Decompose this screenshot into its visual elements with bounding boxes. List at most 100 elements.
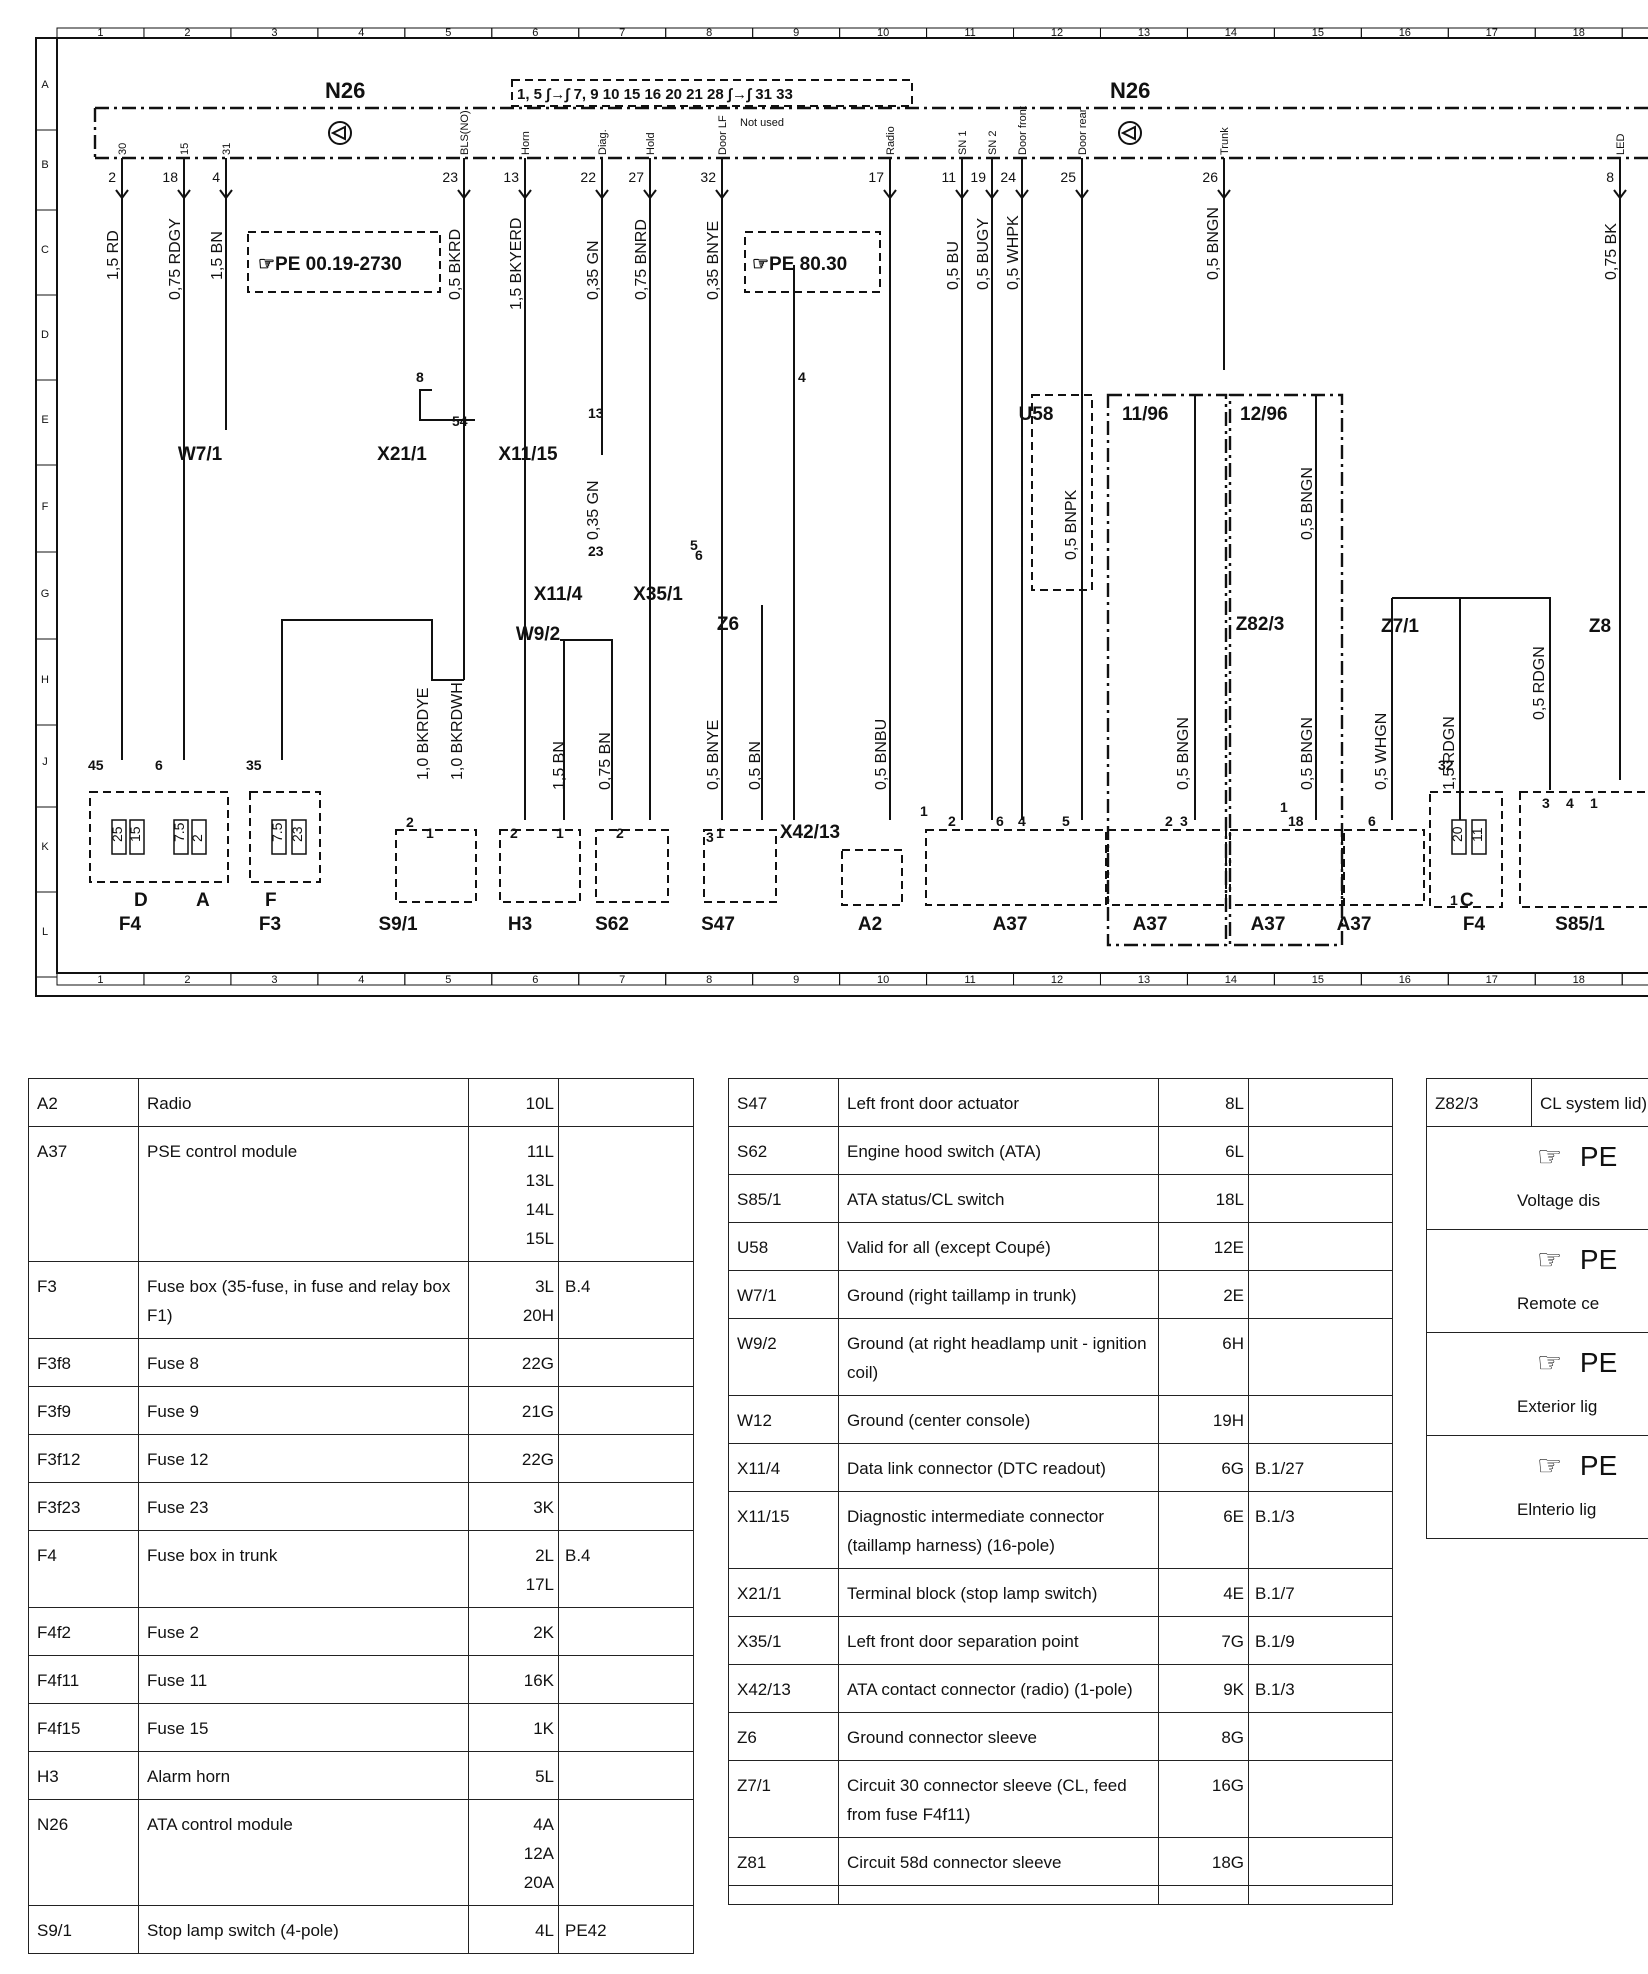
pin-number: 24 <box>1000 169 1016 185</box>
legend-location: 7G <box>1158 1616 1249 1665</box>
legend-location: 16G <box>1158 1760 1249 1838</box>
terminal-letter: F <box>265 890 277 911</box>
pin-number: 11 <box>941 169 956 185</box>
grid-row-label: J <box>42 756 48 768</box>
component-label: W7/1 <box>178 444 223 465</box>
pin-number: 32 <box>700 169 716 185</box>
component-boxes <box>89 791 1648 908</box>
legend-code <box>728 1885 839 1905</box>
legend-desc: Fuse 12 <box>138 1434 469 1483</box>
legend-row-z82-3: Z82/3 CL system lid) <box>1426 1078 1648 1127</box>
legend-code: Z6 <box>728 1712 839 1761</box>
unused-pin-strip-box <box>511 79 913 107</box>
legend-desc: Ground (right taillamp in trunk) <box>838 1270 1159 1319</box>
legend-location: 19H <box>1158 1395 1249 1444</box>
grid-col-label: 1 <box>97 27 103 39</box>
legend-location: 6H <box>1158 1318 1249 1396</box>
legend-location: 12E <box>1158 1222 1249 1271</box>
grid-col-label: 16 <box>1399 27 1411 39</box>
pin-number: 13 <box>503 169 519 185</box>
legend-desc: Stop lamp switch (4-pole) <box>138 1905 469 1954</box>
legend-reference <box>1248 1837 1393 1886</box>
connector-number: 18 <box>1288 813 1304 829</box>
legend-desc: Diagnostic intermediate connector (taill… <box>838 1491 1159 1569</box>
component-label: X11/15 <box>498 444 558 465</box>
grid-col-label-bottom: 6 <box>532 974 538 986</box>
grid-col-label-bottom: 3 <box>271 974 277 986</box>
legend-code: F3f12 <box>28 1434 139 1483</box>
legend-code: S47 <box>728 1078 839 1127</box>
legend-desc: Fuse box in trunk <box>138 1530 469 1608</box>
legend-desc: Engine hood switch (ATA) <box>838 1126 1159 1175</box>
connector-number: 8 <box>416 369 424 385</box>
legend-code: W12 <box>728 1395 839 1444</box>
connector-number: 2 <box>948 813 956 829</box>
legend-location: 9K <box>1158 1664 1249 1713</box>
grid-row-label: H <box>41 674 49 686</box>
pin-number: 18 <box>162 169 178 185</box>
legend-code: A37 <box>28 1126 139 1262</box>
component-label: X35/1 <box>633 584 683 605</box>
grid-col-label: 13 <box>1138 27 1150 39</box>
legend-desc: Radio <box>138 1078 469 1127</box>
pin-function-label: Trunk <box>1219 127 1231 155</box>
grid-col-label-bottom: 17 <box>1486 974 1498 986</box>
fuse-rating: 20 <box>1449 826 1465 842</box>
legend-code: A2 <box>28 1078 139 1127</box>
legend-reference: B.4 <box>558 1530 694 1608</box>
legend-code: F4f11 <box>28 1655 139 1704</box>
grid-col-label-bottom: 4 <box>358 974 364 986</box>
a37-12-96-box <box>1228 393 1344 947</box>
grid-col-label: 3 <box>271 27 277 39</box>
legend-code: X21/1 <box>728 1568 839 1617</box>
legend-code: S9/1 <box>28 1905 139 1954</box>
legend-desc: Circuit 58d connector sleeve <box>838 1837 1159 1886</box>
grid-row-label: E <box>41 414 48 426</box>
component-label: X11/4 <box>534 584 583 605</box>
legend-desc: Ground connector sleeve <box>838 1712 1159 1761</box>
component-label: A37 <box>993 914 1028 935</box>
connector-number: 2 <box>406 814 414 830</box>
connector-number: 54 <box>452 413 468 429</box>
legend-location: 8L <box>1158 1078 1249 1127</box>
legend-reference <box>558 1386 694 1435</box>
component-label: A2 <box>858 914 882 935</box>
grid-col-label: 9 <box>793 27 799 39</box>
grid-row-label: A <box>41 79 49 91</box>
connector-number: 6 <box>155 757 163 773</box>
fuse-rating: 15 <box>127 826 143 842</box>
legend-reference <box>1248 1885 1393 1905</box>
legend-code: F4f2 <box>28 1607 139 1656</box>
connector-number: 1 <box>426 825 434 841</box>
connector-number: 35 <box>246 757 262 773</box>
grid-col-label: 14 <box>1225 27 1237 39</box>
pointing-hand-icon: ☞ <box>1537 1244 1563 1275</box>
component-label: W9/2 <box>516 624 560 645</box>
legend-code: W7/1 <box>728 1270 839 1319</box>
grid-row-label: C <box>41 244 49 256</box>
grid-col-label-bottom: 9 <box>793 974 799 986</box>
component-label: F4 <box>1463 914 1486 935</box>
wire-color-label: 0,5 BNYE <box>705 720 722 790</box>
legend-code: F3 <box>28 1261 139 1339</box>
pe-ref-box-2 <box>744 231 881 293</box>
grid-row-label: D <box>41 329 49 341</box>
component-label: Z6 <box>717 614 739 635</box>
legend-reference: B.1/9 <box>1248 1616 1393 1665</box>
grid-col-label-bottom: 15 <box>1312 974 1324 986</box>
connector-number: 5 <box>690 537 698 553</box>
legend-desc: ATA control module <box>138 1799 469 1906</box>
legend-desc: Ground (center console) <box>838 1395 1159 1444</box>
legend-location: 2K <box>468 1607 559 1656</box>
legend-reference <box>1248 1318 1393 1396</box>
legend-code: Z81 <box>728 1837 839 1886</box>
component-label: F4 <box>119 914 142 935</box>
legend-reference: B.1/27 <box>1248 1443 1393 1492</box>
